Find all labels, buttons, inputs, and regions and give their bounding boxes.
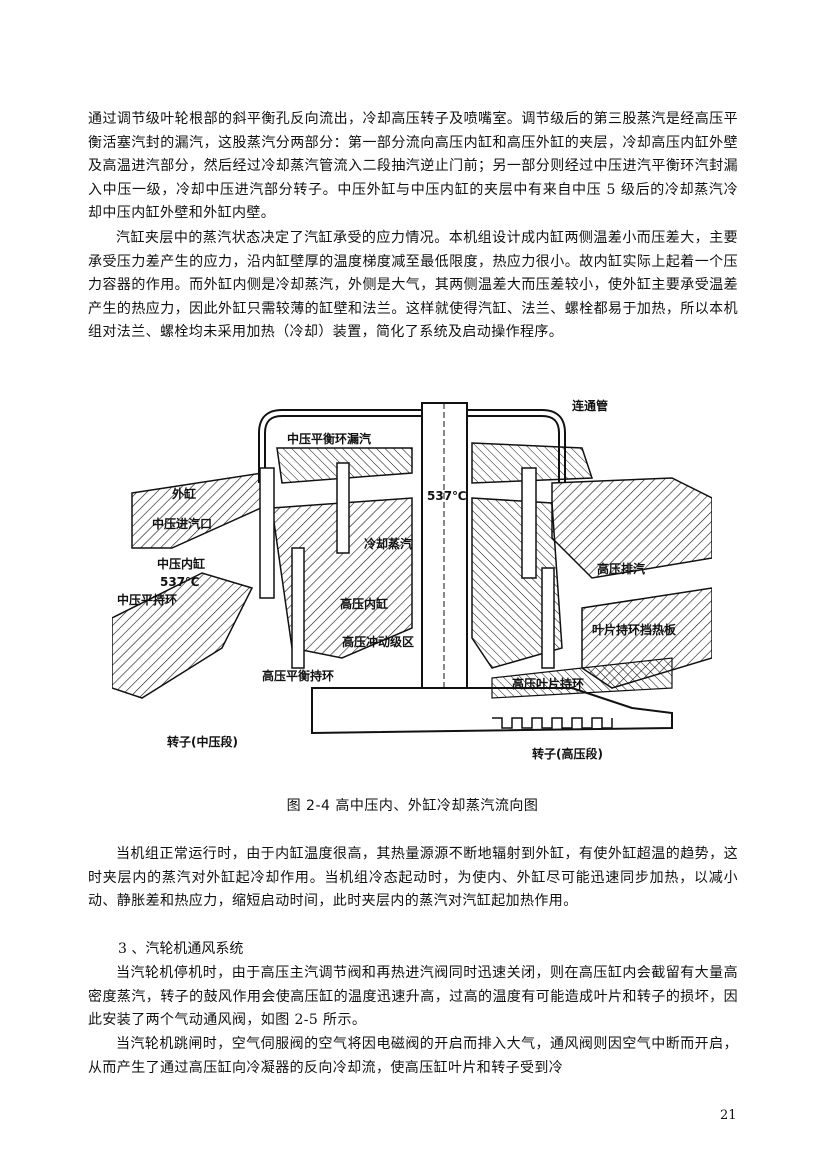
label-hp-inner-casing: 高压内缸 [340,596,388,611]
label-ip-inlet: 中压进汽口 [152,516,212,531]
paragraph-normal-operation: 当机组正常运行时，由于内缸温度很高，其热量源源不断地辐射到外缸，有使外缸超温的趋… [88,846,738,910]
figure-caption: 图 2-4 高中压内、外缸冷却蒸汽流向图 [286,798,539,814]
label-rotor-hp: 转子(高压段) [532,746,603,761]
label-ip-ring: 中压平持环 [117,592,177,607]
paragraph-trip: 当汽轮机跳闸时，空气伺服阀的空气将因电磁阀的开启而排入大气，通风阀则因空气中断而… [88,1036,738,1076]
paragraph-shutdown: 当汽轮机停机时，由于高压主汽调节阀和再热进汽阀同时迅速关闭，则在高压缸内会截留有… [88,965,738,1029]
label-hp-impulse: 高压冲动级区 [342,634,414,649]
label-ip-balance-leak: 中压平衡环漏汽 [287,431,371,446]
label-connecting-pipe: 连通管 [572,398,608,413]
label-temp-ip: 537℃ [160,575,200,589]
label-outer-casing: 外缸 [172,486,196,501]
paragraph-casing-stress: 汽缸夹层中的蒸汽状态决定了汽缸承受的应力情况。本机组设计成内缸两侧温差小而压差大… [88,230,738,341]
figure-casing-cooling-diagram: 连通管 中压平衡环漏汽 外缸 中压进汽口 中压内缸 537℃ 中压平持环 537… [111,388,713,768]
label-cooling-steam: 冷却蒸汽 [364,536,412,551]
label-hp-balance-ring: 高压平衡持环 [262,668,334,683]
label-rotor-ip: 转子(中压段) [167,734,238,749]
section-heading-ventilation: 3 、汽轮机通风系统 [118,941,244,957]
label-ip-inner-casing: 中压内缸 [157,556,205,571]
label-blade-ring-plate: 叶片持环挡热板 [592,622,677,637]
casing-diagram-svg: 连通管 中压平衡环漏汽 外缸 中压进汽口 中压内缸 537℃ 中压平持环 537… [111,398,713,761]
label-temp-center: 537℃ [427,489,467,503]
page-number: 21 [720,1108,737,1123]
label-hp-blade-ring: 高压叶片持环 [512,676,584,691]
label-hp-exhaust: 高压排汽 [597,561,645,576]
paragraph-cooling-flow: 通过调节级叶轮根部的斜平衡孔反向流出，冷却高压转子及喷嘴室。调节级后的第三股蒸汽… [88,111,738,222]
